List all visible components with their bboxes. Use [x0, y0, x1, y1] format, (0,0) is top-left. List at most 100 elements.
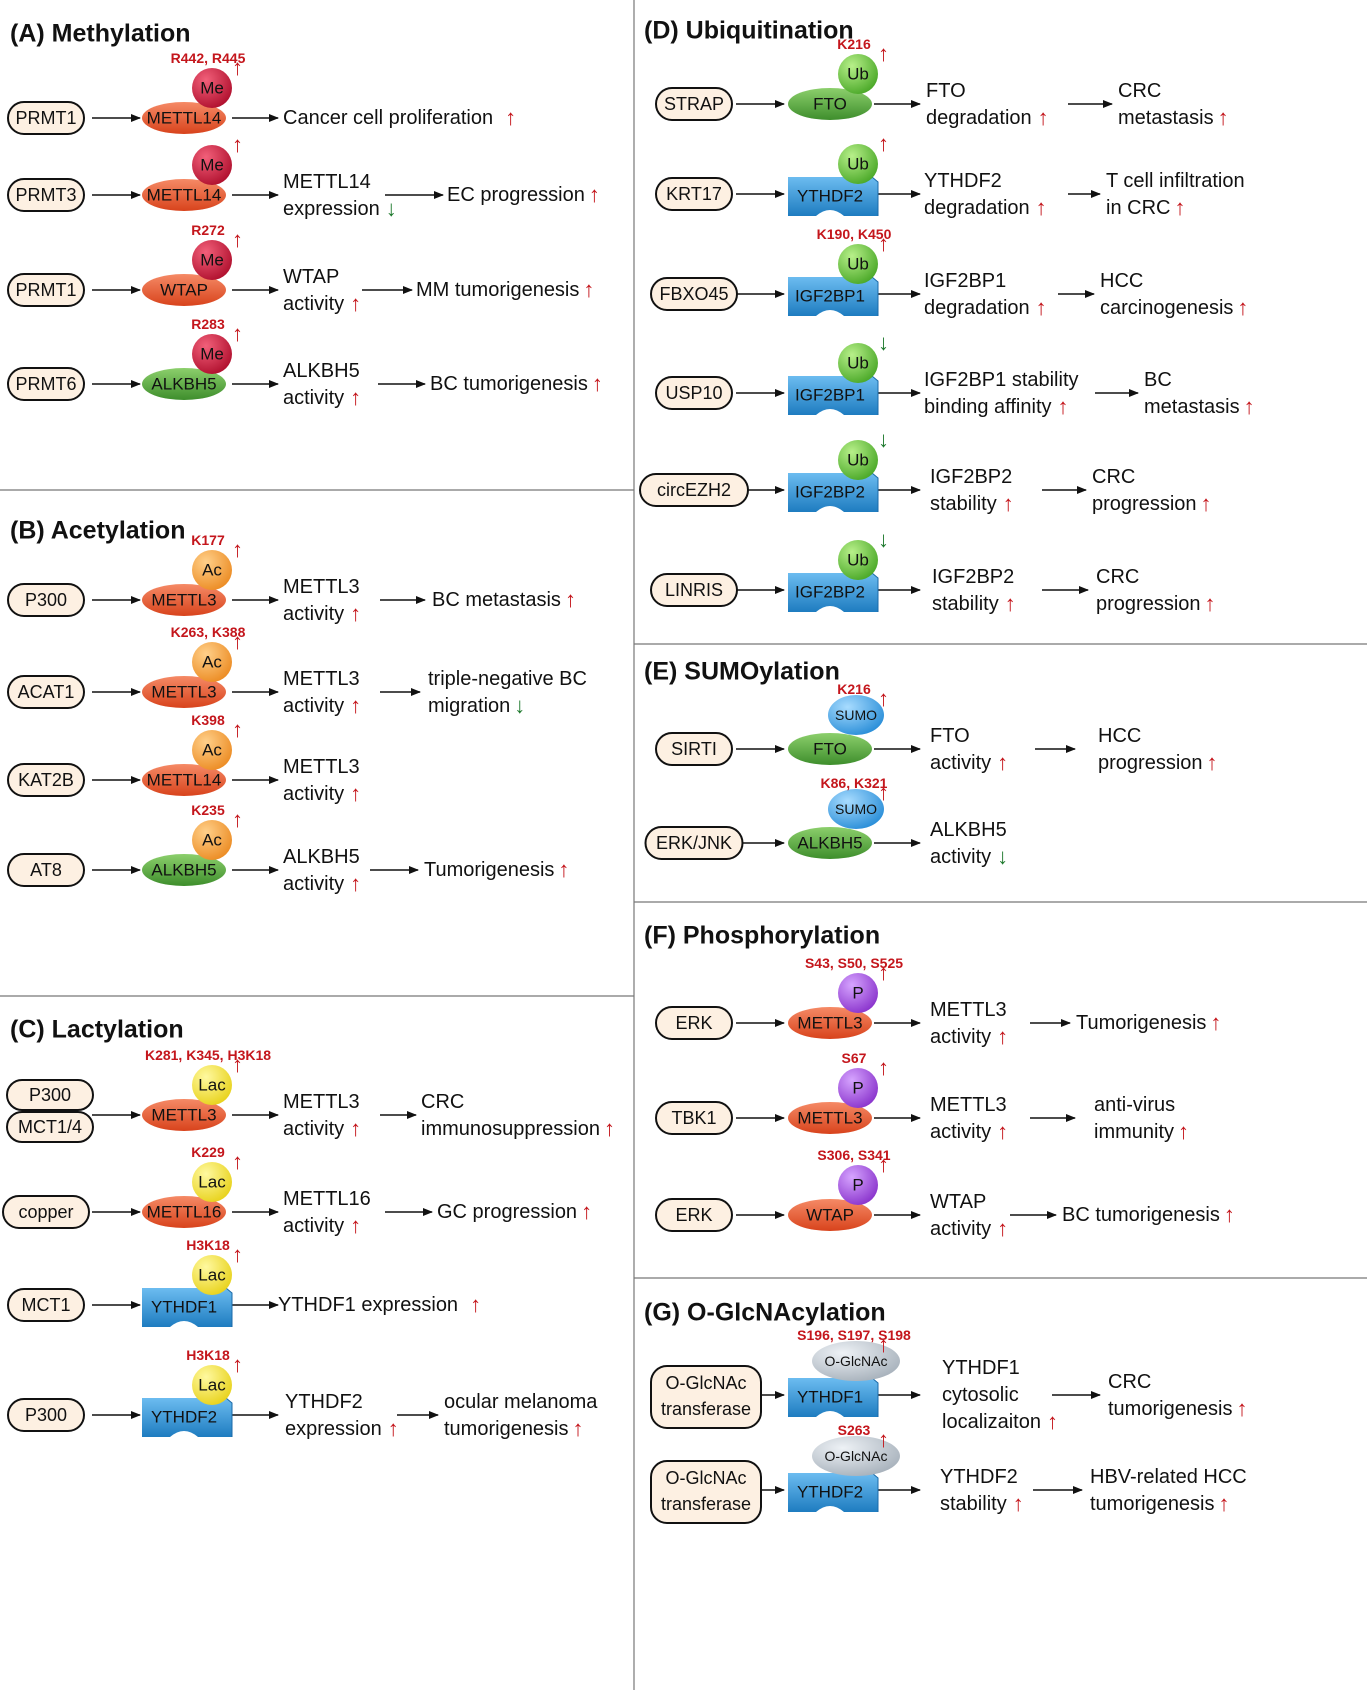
target-protein-label: METTL3: [151, 682, 217, 702]
modification-site: S67: [841, 1050, 867, 1066]
input-label: KAT2B: [18, 770, 74, 790]
target-protein-label: YTHDF2: [796, 1482, 864, 1502]
effect-label: activity: [283, 386, 345, 409]
modification-badge: [192, 1255, 232, 1295]
effect-label: IGF2BP2: [930, 465, 1013, 488]
input-label: AT8: [30, 860, 62, 880]
input-pill: [6, 1111, 94, 1143]
arrow-up-icon: ↑: [232, 1052, 243, 1077]
modification-badge: [838, 1165, 878, 1205]
arrow-up-icon: ↑: [1012, 1490, 1024, 1516]
effect-label: YTHDF1: [942, 1357, 1020, 1379]
section-title: (B) Acetylation: [10, 516, 186, 545]
arrow-up-icon: ↑: [583, 277, 595, 302]
arrow-up-icon: ↑: [350, 600, 362, 626]
outcome-label: carcinogenesis: [1100, 296, 1234, 319]
reader-side: [871, 375, 879, 415]
effect-label: WTAP: [283, 265, 340, 288]
effect-label: METTL3: [283, 755, 360, 778]
arrow-up-icon: ↑: [878, 1332, 889, 1357]
effect-label: METTL3: [283, 1090, 360, 1113]
outcome-label: BC: [1144, 368, 1172, 391]
target-protein-label: METTL3: [797, 1108, 863, 1128]
modification-badge: [828, 789, 884, 829]
effect-label: IGF2BP2: [932, 565, 1015, 588]
input-label: MCT1: [21, 1295, 71, 1315]
arrow-up-icon: ↑: [232, 537, 243, 562]
effect-label: FTO: [926, 79, 966, 102]
arrow-up-icon: ↑: [1243, 393, 1255, 419]
arrow-down-icon: ↓: [514, 692, 526, 718]
arrow-up-icon: ↑: [350, 290, 362, 316]
effect-label: METTL3: [283, 667, 360, 690]
input-label: PRMT1: [15, 280, 77, 300]
target-protein-label: YTHDF2: [796, 186, 864, 206]
modification-site: S263: [837, 1422, 871, 1438]
modification-label: Me: [200, 344, 224, 364]
input-pill: [655, 1101, 733, 1135]
effect-label: YTHDF2: [285, 1390, 363, 1413]
modification-badge: [838, 244, 878, 284]
input-label: USP10: [665, 383, 723, 403]
section-title: (E) SUMOylation: [644, 657, 840, 686]
reader-protein-shape: [788, 1473, 878, 1512]
modification-label: O-GlcNAc: [824, 1448, 888, 1464]
modification-badge: [192, 1065, 232, 1105]
effect-label: activity: [283, 292, 345, 315]
arrow-up-icon: ↑: [232, 807, 243, 832]
arrow-up-icon: ↑: [1002, 490, 1014, 516]
arrow-up-icon: ↑: [387, 1415, 399, 1441]
outcome-label: tumorigenesis: [1108, 1397, 1233, 1420]
outcome-label: CRC: [1108, 1370, 1152, 1393]
modification-badge: [192, 145, 232, 185]
effect-label: binding affinity: [924, 395, 1052, 418]
effect-label: activity: [283, 1117, 345, 1140]
reader-protein-shape: [788, 177, 878, 216]
enzyme-shape: [142, 102, 226, 134]
enzyme-shape: [142, 368, 226, 400]
modification-badge: [828, 695, 884, 735]
arrow-up-icon: ↑: [1178, 1118, 1190, 1144]
effect-label: activity: [283, 602, 345, 625]
input-label: ERK: [675, 1205, 713, 1225]
modification-badge: [192, 240, 232, 280]
arrow-up-icon: ↑: [232, 717, 243, 742]
enzyme-shape: [788, 88, 872, 120]
arrow-up-icon: ↑: [997, 1215, 1009, 1241]
effect-label: activity: [930, 1217, 992, 1240]
effect-label: METTL3: [930, 998, 1007, 1021]
modification-badge: [192, 1162, 232, 1202]
modification-badge: [838, 54, 878, 94]
section-title: (G) O-GlcNAcylation: [644, 1298, 886, 1327]
outcome-label: progression: [1098, 751, 1203, 774]
arrow-up-icon: ↑: [1174, 194, 1186, 220]
modification-badge: [192, 68, 232, 108]
arrow-up-icon: ↑: [232, 321, 243, 346]
modification-label: Ub: [847, 550, 869, 570]
reader-protein-shape: [142, 1398, 232, 1437]
target-protein-label: METTL14: [146, 108, 222, 128]
input-pill: [650, 573, 738, 607]
target-protein-label: ALKBH5: [151, 374, 217, 394]
input-label: circEZH2: [656, 480, 732, 500]
target-protein-label: IGF2BP2: [795, 482, 865, 502]
enzyme-shape: [142, 1196, 226, 1228]
reader-side: [225, 1397, 233, 1437]
input-pill: [2, 1195, 90, 1229]
modification-label: Ub: [847, 254, 869, 274]
modification-site: K216: [837, 681, 871, 697]
outcome-label: HCC: [1098, 724, 1142, 747]
arrow-up-icon: ↑: [564, 587, 576, 612]
target-protein-label: IGF2BP1: [795, 286, 865, 306]
modification-site: K177: [191, 532, 225, 548]
reader-protein-shape: [788, 277, 878, 316]
outcome-label: BC metastasis: [432, 589, 561, 611]
outcome-label: ocular melanoma: [444, 1390, 598, 1413]
input-pill: [7, 178, 85, 212]
effect-label: stability: [932, 592, 999, 615]
section-title: (F) Phosphorylation: [644, 921, 881, 950]
outcome-label: CRC: [1118, 79, 1162, 102]
input-pill: [7, 367, 85, 401]
modification-site: K263, K388: [170, 624, 246, 640]
outcome-label: tumorigenesis: [1090, 1492, 1215, 1515]
